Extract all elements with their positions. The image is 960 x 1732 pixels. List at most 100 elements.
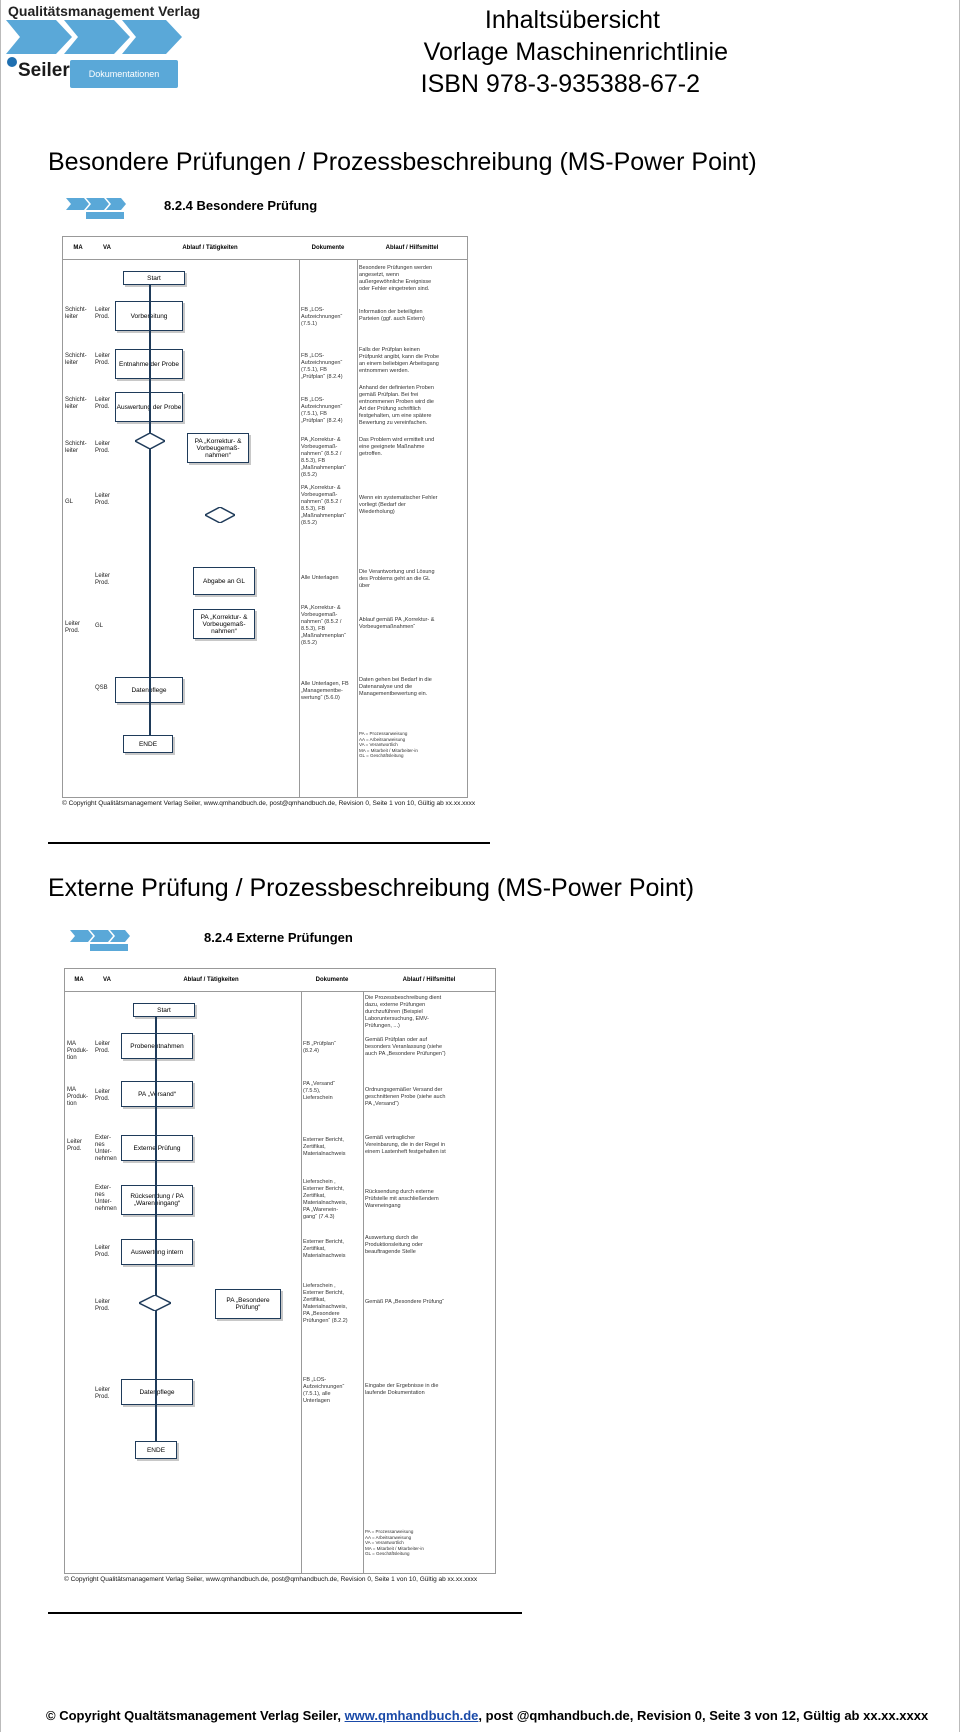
doc-text: PA „Korrektur- &Vorbeugemaß-nahmen“ (8.5… [301, 485, 346, 526]
flow-box: PA „Korrektur- & Vorbeugemaß-nahmen“ [193, 609, 255, 639]
col-ma: MA [63, 237, 94, 259]
doc-text: Externer Bericht,Zertifikat,Materialnach… [303, 1137, 346, 1157]
doc-text: PA „Korrektur- &Vorbeugemaß-nahmen“ (8.5… [301, 437, 346, 478]
doc-text: FB „Prüfplan“(8.2.4) [303, 1041, 336, 1054]
thumb-logo-icon [66, 198, 126, 219]
section1-copyright: © Copyright Qualitätsmanagement Verlag S… [62, 800, 476, 807]
flow-box: PA „Versand“ [121, 1081, 193, 1107]
col-ablauf: Ablauf / Tätigkeiten [121, 969, 302, 991]
decision-diamond-icon [205, 507, 235, 523]
header-title: Inhaltsübersicht [484, 6, 660, 34]
lane-label: Schicht-leiter [65, 397, 87, 410]
section2-copyright: © Copyright Qualitätsmanagement Verlag S… [64, 1576, 478, 1583]
doc-text: FB „LOS-Aufzeichnungen“(7.5.1) [301, 307, 343, 327]
flow-end: ENDE [123, 735, 173, 753]
lane-label: GL [65, 499, 74, 505]
divider [48, 842, 490, 844]
doc-text: FB „LOS-Aufzeichnungen“(7.5.1), FB„Prüfp… [301, 353, 343, 380]
col-va: VA [93, 969, 122, 991]
divider [48, 1612, 522, 1614]
header-isbn: ISBN 978-3-935388-67-2 [420, 70, 700, 98]
section1-thumbnail: 8.2.4 Besondere Prüfung MA VA Ablauf / T… [62, 188, 482, 816]
flow-box: Probenentnahmen [121, 1033, 193, 1059]
page-edge-left [0, 0, 1, 1732]
doc-text: Alle Unterlagen, FB„Managementbe-wertung… [301, 681, 349, 701]
lane-label: Schicht-leiter [65, 353, 87, 366]
doc-text: PA „Versand“(7.5.5),Lieferschein [303, 1081, 335, 1101]
col-ablauf: Ablauf / Tätigkeiten [121, 237, 300, 259]
lane-label: QSB [95, 685, 108, 691]
lane-label: Schicht-leiter [65, 307, 87, 320]
logo-badge: Dokumentationen [70, 60, 178, 88]
doc-text: Lieferschein ,Externer Bericht,Zertifika… [303, 1179, 348, 1220]
doc-text: FB „LOS-Aufzeichnungen“(7.5.1), FB„Prüfp… [301, 397, 343, 424]
header-subtitle: Vorlage Maschinenrichtlinie [423, 38, 728, 66]
col-dokumente: Dokumente [299, 237, 358, 259]
col-va: VA [93, 237, 122, 259]
col-ma: MA [65, 969, 94, 991]
flow-box: Externe Prüfung [121, 1135, 193, 1161]
flow-box: Datenpflege [121, 1379, 193, 1405]
page-footer: © Copyright Qualtätsmanagement Verlag Se… [46, 1708, 928, 1723]
footer-link[interactable]: www.qmhandbuch.de [344, 1708, 479, 1723]
section1-table: MA VA Ablauf / Tätigkeiten Dokumente Abl… [62, 236, 468, 798]
flow-box: Auswertung intern [121, 1239, 193, 1265]
aid-text: Gemäß PA „Besondere Prüfung“ [365, 1299, 445, 1305]
col-hilfsmittel: Ablauf / Hilfsmittel [357, 237, 467, 259]
decision-diamond-icon [139, 1295, 171, 1311]
flow-line [149, 285, 151, 735]
footer-suffix: , post @qmhandbuch.de, Revision 0, Seite… [478, 1708, 929, 1723]
section2-thumbnail: 8.2.4 Externe Prüfungen MA VA Ablauf / T… [64, 916, 500, 1594]
chevron-arrows-icon [6, 20, 182, 54]
flow-box: PA „Korrektur- & Vorbeugemaß-nahmen“ [187, 433, 249, 463]
flow-end: ENDE [135, 1441, 177, 1459]
col-hilfsmittel: Ablauf / Hilfsmittel [363, 969, 495, 991]
flow-box: PA „Besondere Prüfung“ [215, 1289, 281, 1319]
lane-label: Schicht-leiter [65, 441, 87, 454]
thumb-logo-icon [70, 930, 130, 951]
section2-table: MA VA Ablauf / Tätigkeiten Dokumente Abl… [64, 968, 496, 1574]
col-dokumente: Dokumente [301, 969, 364, 991]
doc-text: Alle Unterlagen [301, 575, 339, 581]
decision-diamond-icon [135, 433, 165, 449]
logo-title: Qualitätsmanagement Verlag [8, 3, 201, 19]
doc-text: Externer Bericht,Zertifikat,Materialnach… [303, 1239, 346, 1259]
footer-prefix: © Copyright Qualtätsmanagement Verlag Se… [46, 1708, 345, 1723]
doc-text: Lieferschein ,Externer Bericht,Zertifika… [303, 1283, 348, 1324]
section1-heading: Besondere Prüfungen / Prozessbeschreibun… [48, 148, 757, 176]
logo-brand: Seiler [18, 60, 70, 81]
lane-label: GL [95, 623, 104, 629]
flow-start: Start [133, 1003, 195, 1017]
